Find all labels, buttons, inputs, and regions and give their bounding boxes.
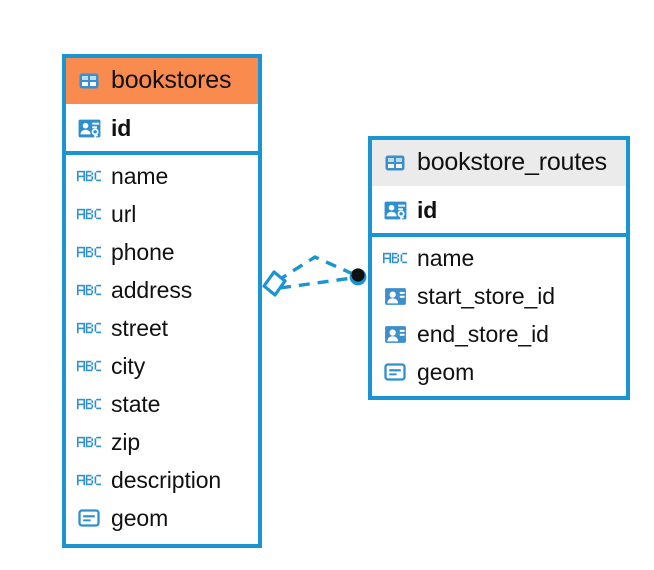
text-abc-icon: [76, 239, 102, 265]
field-label-geom: geom: [111, 504, 169, 531]
field-row-id[interactable]: id: [372, 186, 626, 233]
field-row-start-store-id[interactable]: start_store_id: [372, 277, 626, 315]
field-label-street: street: [111, 314, 168, 341]
circle-endpoint: [351, 268, 365, 282]
field-row-id[interactable]: id: [66, 104, 258, 151]
entity-title-bookstore-routes: bookstore_routes: [417, 148, 607, 176]
text-abc-icon: [76, 391, 102, 417]
field-label-id: id: [111, 115, 132, 141]
text-abc-icon: [76, 315, 102, 341]
text-abc-icon: [76, 429, 102, 455]
primary-key-band-bookstore-routes: id: [372, 186, 626, 237]
geometry-icon: [382, 359, 408, 385]
field-list-bookstore-routes: name start_store_id: [372, 237, 626, 395]
field-row-address[interactable]: address: [66, 271, 258, 309]
field-label-phone: phone: [111, 238, 175, 265]
field-row-geom[interactable]: geom: [66, 499, 258, 537]
field-row-name[interactable]: name: [372, 239, 626, 277]
circle-endpoint-ring: [349, 268, 367, 286]
field-row-city[interactable]: city: [66, 347, 258, 385]
field-label-name: name: [417, 244, 475, 271]
text-abc-icon: [76, 201, 102, 227]
relationship-line-lower: [279, 276, 353, 290]
text-abc-icon: [382, 245, 408, 271]
text-abc-icon: [76, 467, 102, 493]
field-label-id: id: [417, 197, 438, 223]
field-label-zip: zip: [111, 428, 141, 455]
field-row-state[interactable]: state: [66, 385, 258, 423]
geometry-icon: [76, 505, 102, 531]
table-icon: [382, 150, 408, 176]
primary-key-band-bookstores: id: [66, 104, 258, 155]
foreign-key-icon: [382, 283, 408, 309]
field-row-zip[interactable]: zip: [66, 423, 258, 461]
relationship-line-upper: [276, 255, 354, 283]
field-label-start-store-id: start_store_id: [417, 282, 555, 309]
primary-key-icon: [382, 198, 408, 224]
field-label-url: url: [111, 200, 137, 227]
field-label-description: description: [111, 466, 222, 493]
field-label-end-store-id: end_store_id: [417, 320, 549, 347]
field-label-name: name: [111, 162, 169, 189]
text-abc-icon: [76, 277, 102, 303]
field-row-url[interactable]: url: [66, 195, 258, 233]
field-row-description[interactable]: description: [66, 461, 258, 499]
text-abc-icon: [76, 163, 102, 189]
diamond-endpoint: [262, 270, 287, 297]
entity-table-bookstores[interactable]: bookstores id: [62, 54, 262, 548]
entity-header-bookstore-routes[interactable]: bookstore_routes: [372, 140, 626, 186]
field-row-phone[interactable]: phone: [66, 233, 258, 271]
field-label-geom: geom: [417, 358, 475, 385]
entity-header-bookstores[interactable]: bookstores: [66, 58, 258, 104]
field-row-name[interactable]: name: [66, 157, 258, 195]
field-label-city: city: [111, 352, 146, 379]
entity-title-bookstores: bookstores: [111, 66, 232, 94]
field-row-geom[interactable]: geom: [372, 353, 626, 391]
entity-table-bookstore-routes[interactable]: bookstore_routes id: [368, 136, 630, 400]
table-icon: [76, 68, 102, 94]
text-abc-icon: [76, 353, 102, 379]
field-row-end-store-id[interactable]: end_store_id: [372, 315, 626, 353]
foreign-key-icon: [382, 321, 408, 347]
field-label-state: state: [111, 390, 161, 417]
field-label-address: address: [111, 276, 193, 303]
primary-key-icon: [76, 116, 102, 142]
field-row-street[interactable]: street: [66, 309, 258, 347]
field-list-bookstores: name u: [66, 155, 258, 541]
